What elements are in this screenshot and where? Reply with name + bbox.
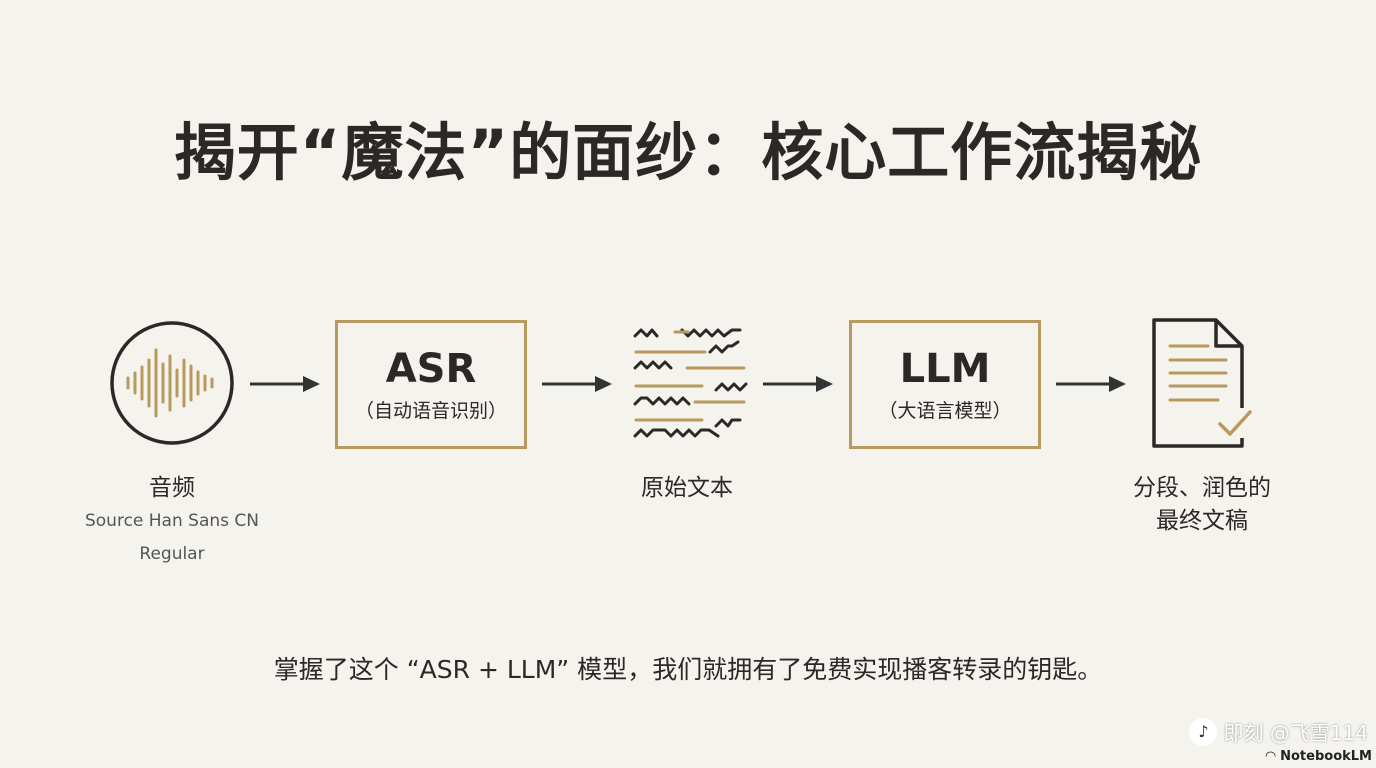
final-label-line2: 最终文稿 <box>1156 508 1248 534</box>
audio-sublabel: Source Han Sans CN Regular <box>84 511 259 564</box>
slide-title: 揭开“魔法”的面纱：核心工作流揭秘 <box>173 116 1203 189</box>
watermark: ♪ 即刻 @飞雪114 <box>1189 717 1368 746</box>
asr-box: ASR （自动语音识别） <box>335 320 527 449</box>
music-note-icon: ♪ <box>1189 717 1218 746</box>
document-check-icon <box>1152 318 1254 448</box>
asr-title: ASR <box>385 346 477 392</box>
summary-text: 掌握了这个 “ASR + LLM” 模型，我们就拥有了免费实现播客转录的钥匙。 <box>273 655 1103 684</box>
final-label: 分段、润色的 最终文稿 <box>1102 472 1302 538</box>
llm-subtitle: （大语言模型） <box>878 400 1012 422</box>
watermark-text: 即刻 @飞雪114 <box>1223 721 1368 745</box>
audio-label: 音频 Source Han Sans CN Regular <box>72 472 272 571</box>
brand-text: NotebookLM <box>1280 749 1372 764</box>
audio-label-text: 音频 <box>149 475 195 501</box>
raw-text-label: 原始文本 <box>641 475 733 501</box>
flow-arrows <box>250 376 1126 392</box>
final-label-line1: 分段、润色的 <box>1133 475 1271 501</box>
asr-subtitle: （自动语音识别） <box>354 400 507 422</box>
notebooklm-brand: ◠ NotebookLM <box>1265 749 1372 764</box>
llm-box: LLM （大语言模型） <box>849 320 1041 449</box>
raw-text-icon <box>633 328 748 438</box>
llm-title: LLM <box>899 346 991 392</box>
audio-waveform-icon <box>110 321 234 445</box>
